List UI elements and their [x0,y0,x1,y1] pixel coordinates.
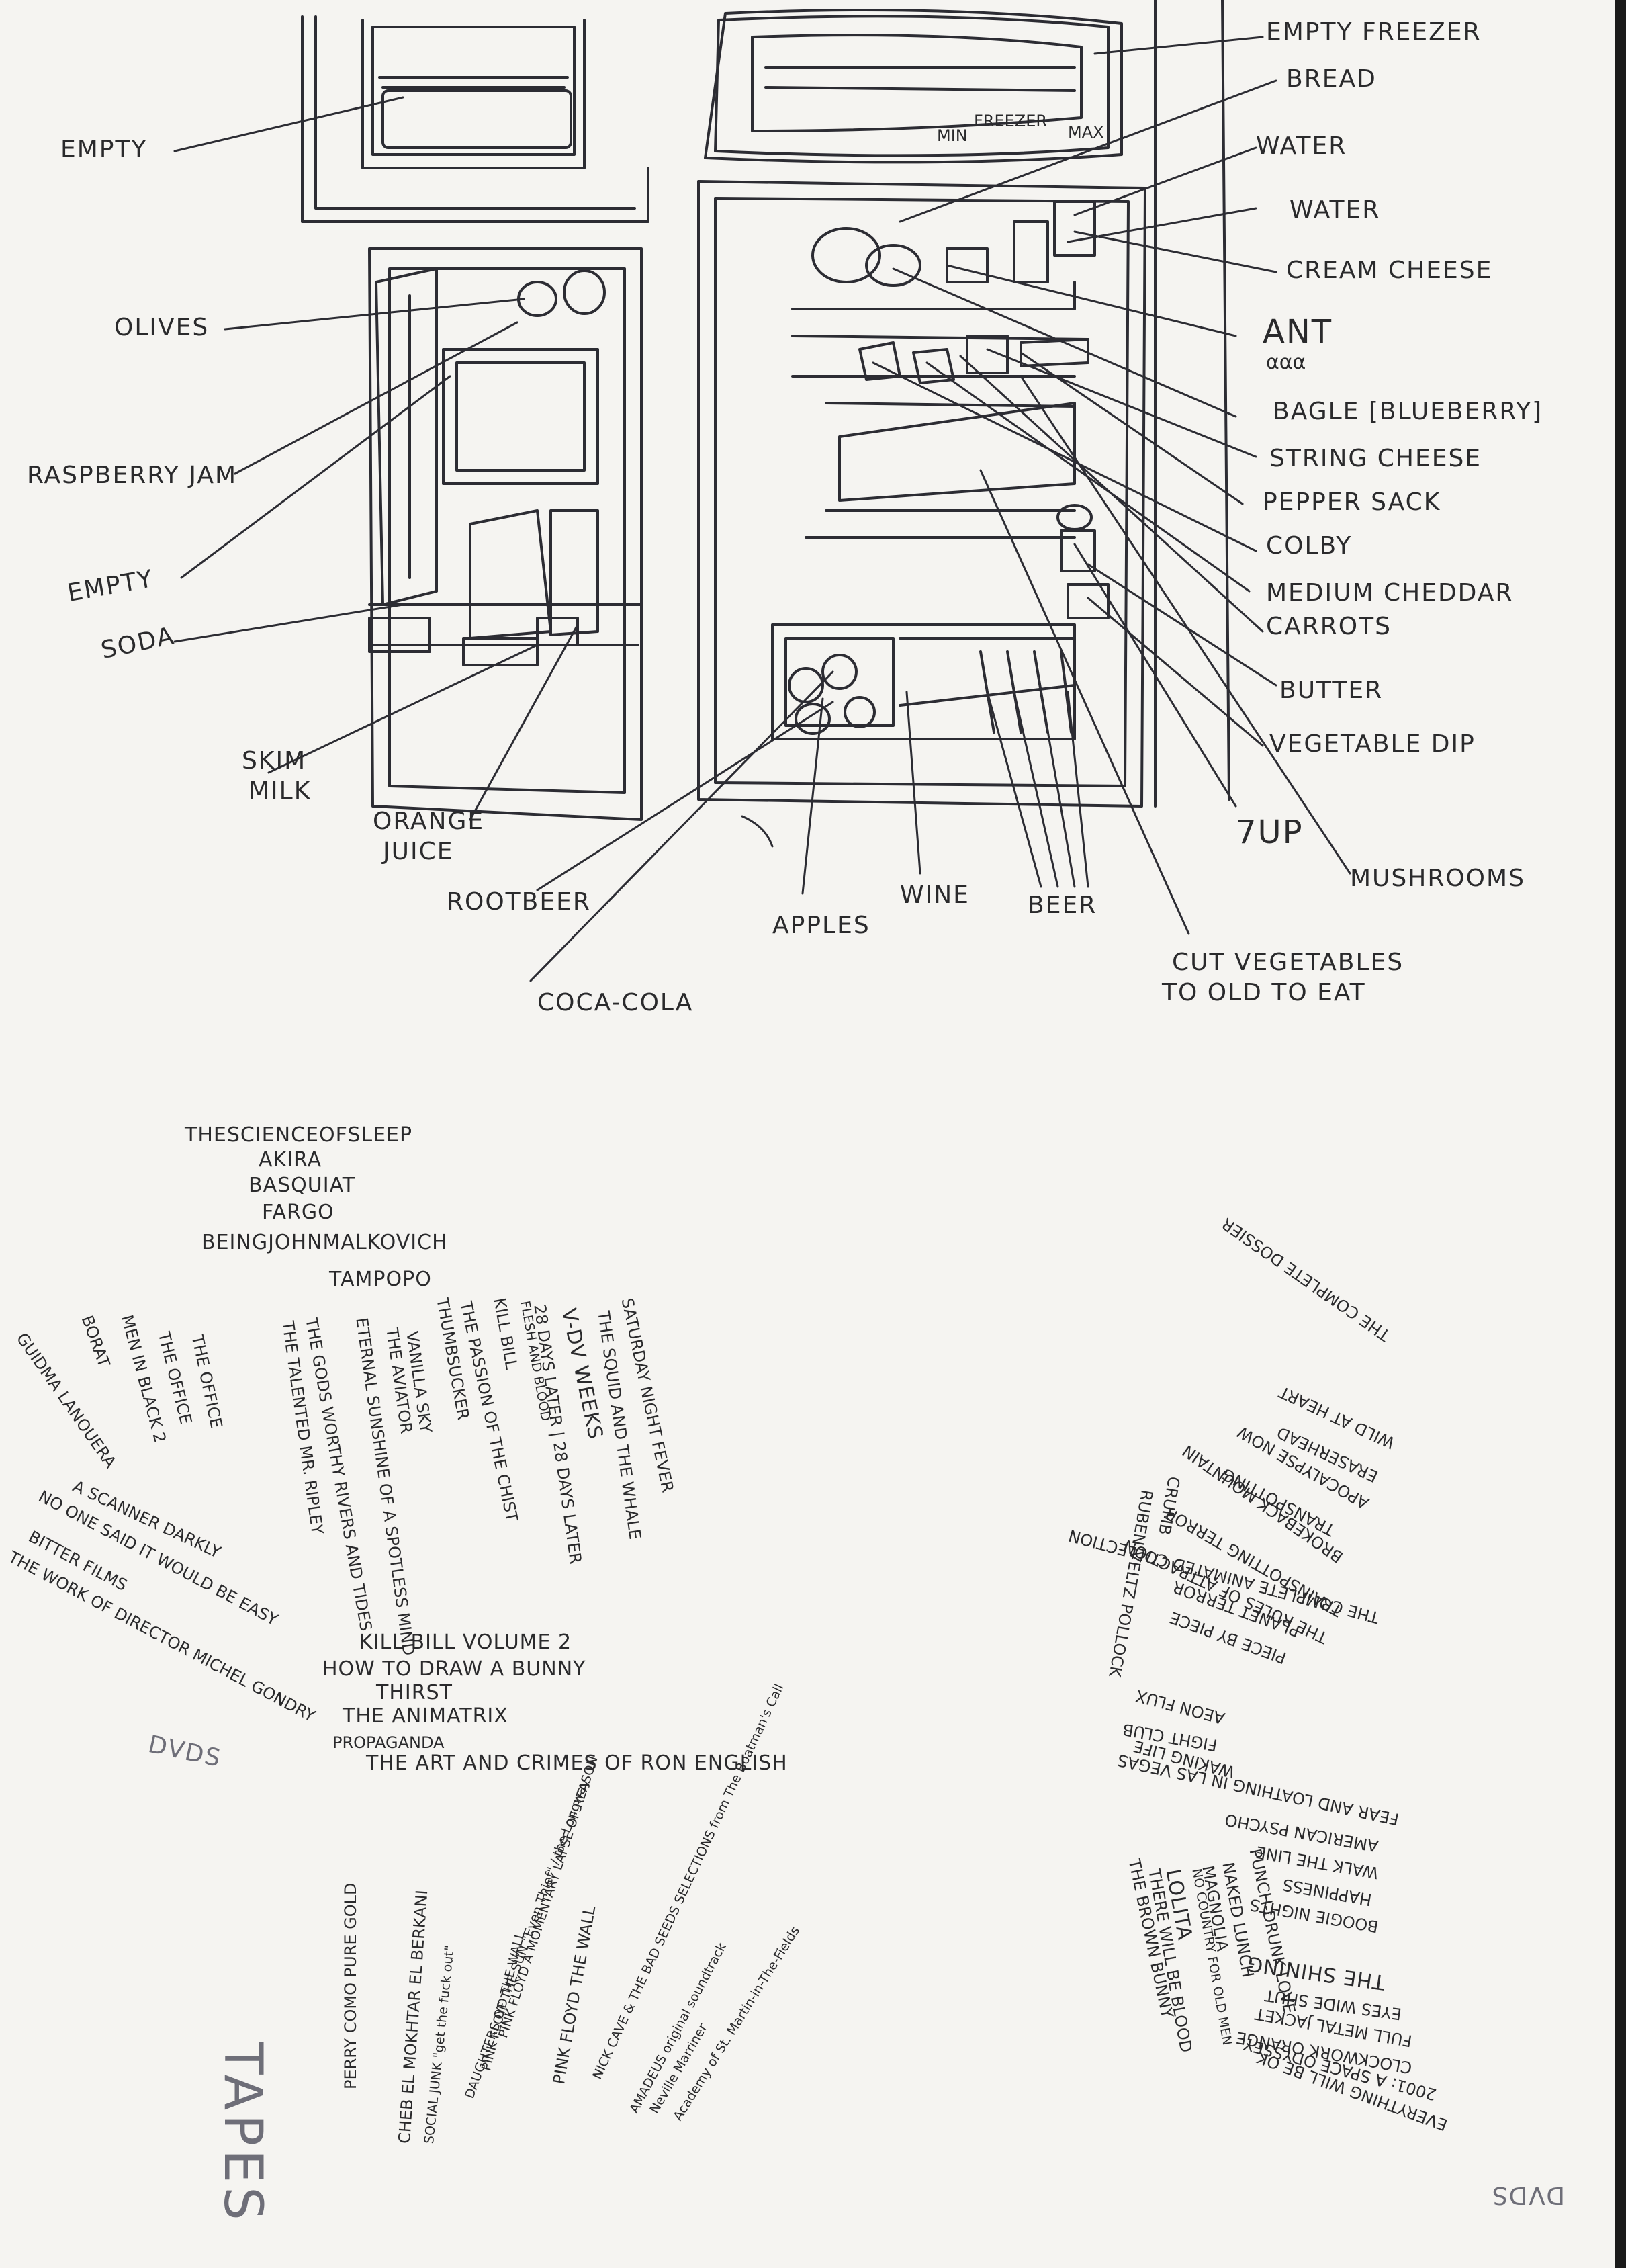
label-coca-cola: COCA-COLA [537,989,694,1016]
label-cut-vegetables-2: TO OLD TO EAT [1162,979,1366,1006]
tape-title: Academy of St. Martin-in-The-Fields [670,1923,803,2124]
label-skim-milk-1: SKIM [242,747,307,775]
label-beer: BEER [1028,891,1097,919]
tape-title: PINK FLOYD A MOMENTARY LAPSE OF REASON [496,1754,601,2040]
label-skim-milk-2: MILK [249,777,312,805]
tape-title: PERRY COMO PURE GOLD [341,1882,360,2089]
label-water-2: WATER [1290,196,1381,224]
dvds-left-heading: DVDS [146,1730,224,1774]
label-orange-juice-2: JUICE [383,838,454,865]
label-colby: COLBY [1266,532,1353,560]
label-mushrooms: MUSHROOMS [1350,865,1525,892]
dvd-title: THE OFFICE [187,1333,226,1430]
label-water-1: WATER [1256,132,1347,160]
dvds-right-heading: DVDS [1490,2181,1565,2209]
label-pepper-sack: PEPPER SACK [1263,488,1441,516]
label-olives: OLIVES [114,314,210,341]
dvd-title: THESCIENCEOFSLEEP [185,1123,413,1147]
dvd-title: FARGO [262,1201,334,1224]
freezer-dial-min: MIN [937,126,968,145]
label-bagle: BAGLE [BLUEBERRY] [1273,398,1543,425]
label-rootbeer: ROOTBEER [447,888,591,916]
label-ant: ANT [1263,313,1333,351]
dvd-title: AEON FLUX [1134,1686,1227,1728]
dvd-title: THE WORK OF DIRECTOR MICHEL GONDRY [5,1547,318,1726]
dvd-title: THE ANIMATRIX [343,1704,508,1728]
label-cut-vegetables-1: CUT VEGETABLES [1172,949,1404,976]
dvd-title: BEINGJOHNMALKOVICH [201,1231,448,1254]
dvd-title: THE ART AND CRIMES OF RON ENGLISH [366,1751,788,1775]
label-7up: 7UP [1236,814,1304,851]
fridge-drawing [173,0,1351,982]
label-apples: APPLES [772,912,870,939]
freezer-dial-label: FREEZER [974,112,1048,130]
dvd-title: RUBEN VELTZ POLLOCK [1105,1488,1157,1679]
label-string-cheese: STRING CHEESE [1269,445,1482,472]
dvd-title: AKIRA [259,1148,322,1172]
label-butter: BUTTER [1279,677,1384,704]
label-medium-cheddar: MEDIUM CHEDDAR [1266,579,1514,607]
dvd-title: HOW TO DRAW A BUNNY [322,1657,586,1681]
dvd-title: BASQUIAT [249,1174,356,1197]
tapes-heading: TAPES [212,2042,273,2224]
ant-doodle-icon: ααα [1266,351,1306,374]
dvd-title: THIRST [376,1681,453,1704]
label-empty-top: EMPTY [60,136,148,163]
dvd-title: PROPAGANDA [332,1733,445,1752]
label-raspberry-jam: RASPBERRY JAM [27,462,238,489]
label-empty-freezer: EMPTY FREEZER [1266,18,1482,46]
label-wine: WINE [900,881,970,909]
dvd-title: KILL BILL VOLUME 2 [359,1630,572,1654]
dvd-title: BORAT [77,1313,114,1370]
label-vegetable-dip: VEGETABLE DIP [1269,730,1476,758]
label-carrots: CARROTS [1266,613,1392,640]
dvd-title: KILL BILL [490,1296,521,1371]
label-orange-juice-1: ORANGE [373,808,485,835]
dvd-title: TAMPOPO [329,1268,432,1291]
tape-title: PINK FLOYD THE WALL [549,1905,600,2086]
label-cream-cheese: CREAM CHEESE [1286,257,1493,284]
tape-title: SOCIAL JUNK "get the fuck out" [422,1944,457,2145]
dvd-title: THE COMPLETE DOSSIER [1218,1214,1394,1345]
label-bread: BREAD [1286,65,1377,93]
freezer-dial-max: MAX [1068,123,1104,142]
